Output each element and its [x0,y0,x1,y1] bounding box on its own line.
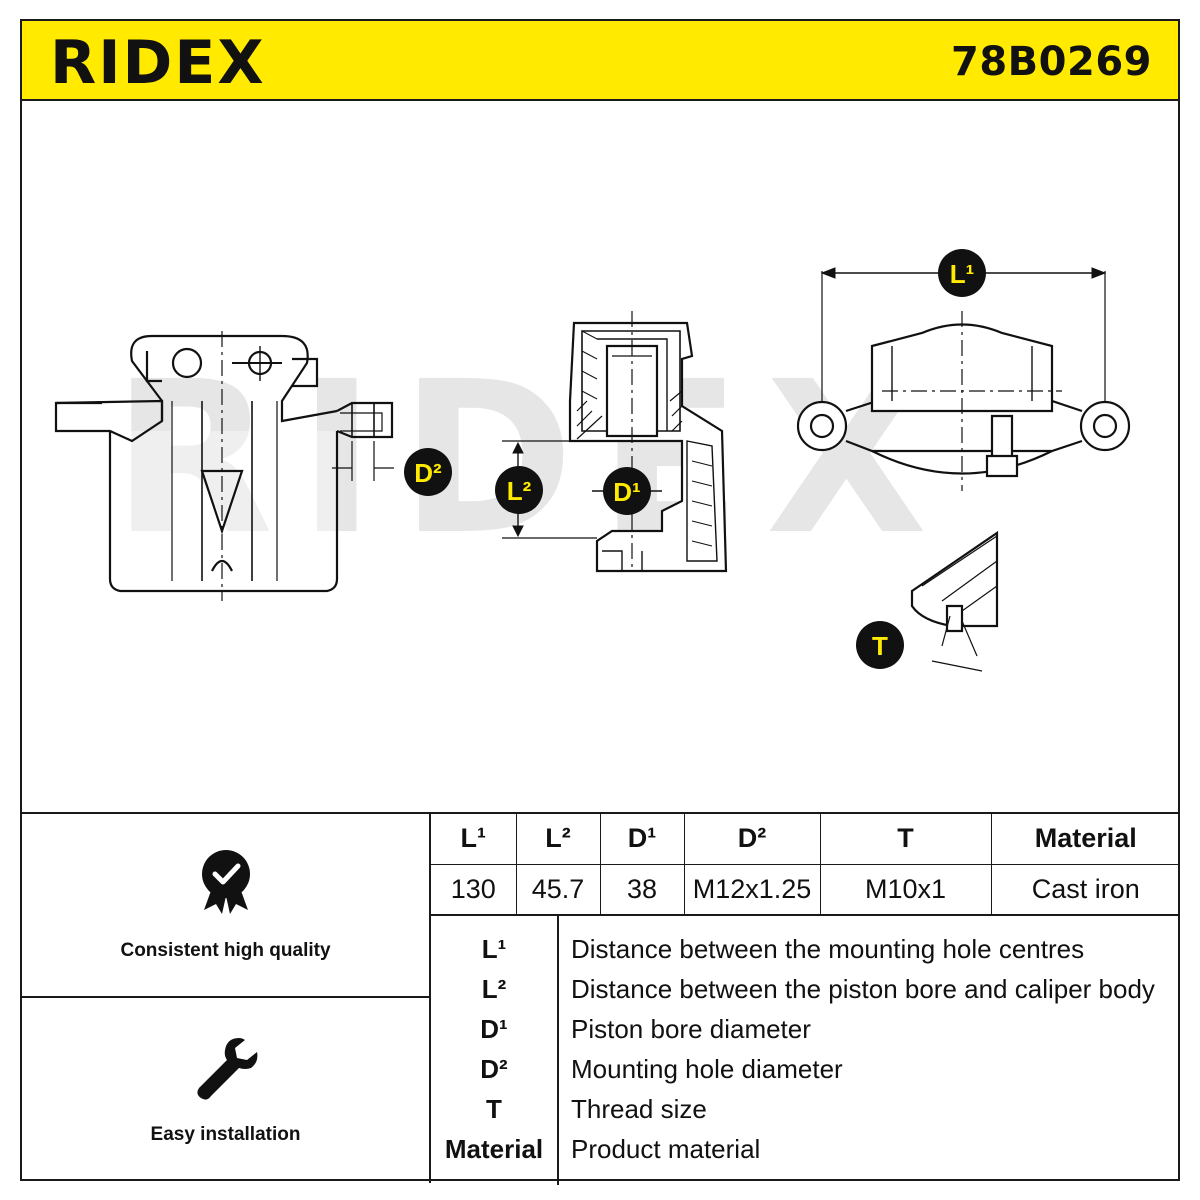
feature-quality-label: Consistent high quality [120,940,331,961]
watermark-text: RIDEX [112,336,952,581]
brand-logo: RIDEX [48,27,318,98]
legend-table: L¹ Distance between the mounting hole ce… [431,914,1180,1185]
feature-installation-label: Easy installation [150,1124,301,1145]
legend-symbol: D² [480,1054,508,1084]
marker-l2-label: L² [507,476,532,506]
info-section: Consistent high quality Easy installatio… [20,812,1180,1185]
spec-header-l2: L² [515,814,601,865]
caliper-section-view [502,311,728,573]
spec-value-d2: M12x1.25 [683,863,821,915]
marker-d1-label: D¹ [613,477,640,507]
spec-header-row: L¹ L² D¹ D² T Material [431,814,1180,865]
spec-value-t: M10x1 [819,863,992,915]
caliper-top-view [796,267,1131,491]
legend-description: Distance between the piston bore and cal… [571,974,1155,1004]
legend-description: Mounting hole diameter [571,1054,843,1084]
spec-value-l1: 130 [431,863,517,915]
spec-header-t: T [819,814,992,865]
spec-header-l1: L¹ [431,814,517,865]
brand-name: RIDEX [50,28,266,93]
technical-drawing: RIDEX [22,101,1178,812]
legend-description: Distance between the mounting hole centr… [571,934,1085,964]
legend-row: T Thread size [431,1091,1180,1131]
legend-row: D¹ Piston bore diameter [431,1011,1180,1051]
legend-symbol: T [486,1094,502,1124]
marker-l1-label: L¹ [950,259,975,289]
legend-symbol: L² [481,974,507,1004]
spec-value-material: Cast iron [990,863,1180,915]
marker-l1: L¹ [938,249,986,297]
spec-header-material: Material [990,814,1180,865]
legend-row: Material Product material [431,1131,1180,1171]
thread-detail-view [910,530,999,672]
legend-row: L² Distance between the piston bore and … [431,971,1180,1011]
legend-symbol: L¹ [481,934,507,964]
part-number: 78B0269 [951,39,1152,85]
legend-row: D² Mounting hole diameter [431,1051,1180,1091]
spec-value-row: 130 45.7 38 M12x1.25 M10x1 Cast iron [431,863,1180,915]
legend-description: Product material [571,1134,761,1164]
marker-d2: D² [404,448,452,496]
marker-l2: L² [495,466,543,514]
marker-d1: D¹ [603,467,651,515]
wrench-icon [191,1032,261,1106]
spec-header-d2: D² [683,814,821,865]
spec-value-l2: 45.7 [515,863,601,915]
features-panel: Consistent high quality Easy installatio… [20,814,431,1183]
legend-divider [557,916,559,1185]
spec-header-d1: D¹ [599,814,685,865]
legend-symbol: D¹ [480,1014,508,1044]
legend-symbol: Material [444,1134,544,1164]
marker-t-label: T [872,631,888,661]
quality-badge-icon [198,848,254,920]
legend-description: Thread size [571,1094,707,1124]
marker-d2-label: D² [414,458,442,488]
feature-quality: Consistent high quality [20,814,431,998]
spec-value-d1: 38 [599,863,685,915]
header-bar: RIDEX 78B0269 [20,19,1180,101]
marker-t: T [856,621,904,669]
legend-row: L¹ Distance between the mounting hole ce… [431,931,1180,971]
spec-table: L¹ L² D¹ D² T Material 130 45.7 38 M12x1… [431,814,1180,915]
caliper-back-view [54,331,394,601]
feature-installation: Easy installation [20,998,431,1183]
legend-description: Piston bore diameter [571,1014,811,1044]
